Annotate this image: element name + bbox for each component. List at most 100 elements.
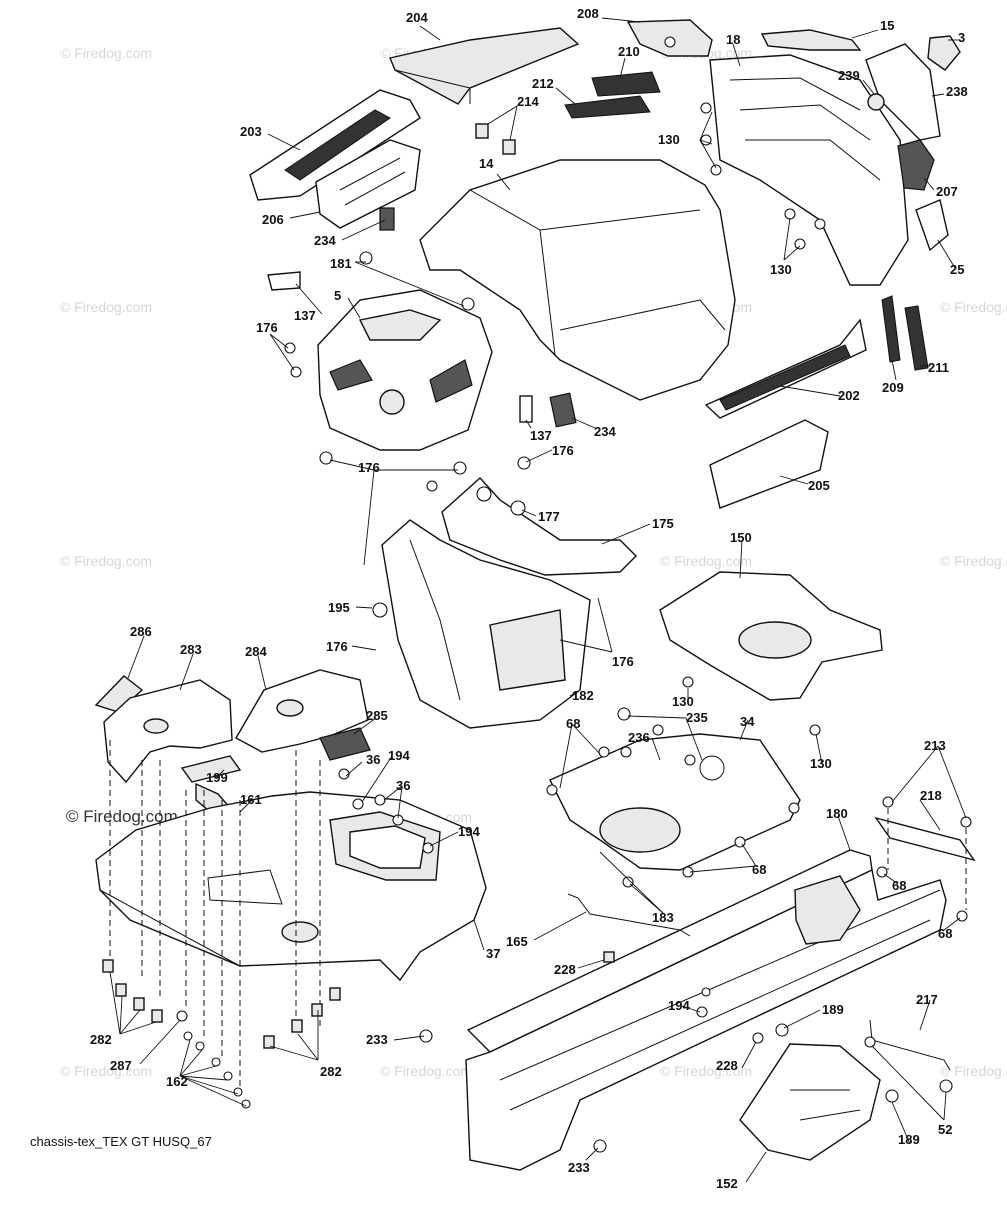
watermark: © Firedog.com xyxy=(380,1063,472,1079)
callout-label: 284 xyxy=(245,644,267,659)
front-bumper-18 xyxy=(709,54,909,286)
rod-217 xyxy=(869,1019,951,1071)
callout-label: 218 xyxy=(920,788,942,803)
main-hood-14 xyxy=(419,159,736,401)
bracket-175 xyxy=(441,477,637,576)
callout-label: 130 xyxy=(672,694,694,709)
callout-label: 183 xyxy=(652,910,674,925)
callout-label: 194 xyxy=(668,998,690,1013)
grille-209 xyxy=(881,295,901,363)
watermark: © Firedog.com xyxy=(60,299,152,315)
callout-label: 5 xyxy=(334,288,341,303)
callout-label: 202 xyxy=(838,388,860,403)
part-199 xyxy=(180,755,242,783)
callout-label: 18 xyxy=(726,32,740,47)
pad-234b xyxy=(549,392,577,428)
callout-label: 195 xyxy=(328,600,350,615)
callout-label: 130 xyxy=(810,756,832,771)
callout-label: 176 xyxy=(326,639,348,654)
diagram-caption: chassis-tex_TEX GT HUSQ_67 xyxy=(30,1134,212,1149)
callout-label: 34 xyxy=(740,714,755,729)
screws-130 xyxy=(700,102,826,250)
part-228 xyxy=(603,951,615,963)
part-283 xyxy=(103,679,233,784)
clip-282 xyxy=(115,983,127,997)
bracket-137 xyxy=(267,271,301,291)
callout-label: 235 xyxy=(686,710,708,725)
bracket-218 xyxy=(874,816,976,862)
callout-label: 130 xyxy=(658,132,680,147)
clip-282 xyxy=(291,1019,303,1033)
callout-label: 36 xyxy=(396,778,410,793)
callout-label: 233 xyxy=(568,1160,590,1175)
callout-label: 233 xyxy=(366,1032,388,1047)
headlight-239 xyxy=(867,93,885,111)
callout-label: 15 xyxy=(880,18,894,33)
callout-label: 208 xyxy=(577,6,599,21)
frame-180 xyxy=(466,849,873,1053)
callout-label: 234 xyxy=(314,233,336,248)
watermark: © Firedog.com xyxy=(660,553,752,569)
watermark: © Firedog.com xyxy=(60,1063,152,1079)
callout-label: 204 xyxy=(406,10,428,25)
watermark: © Firedog.com xyxy=(60,45,152,61)
callout-label: 285 xyxy=(366,708,388,723)
callout-label: 68 xyxy=(892,878,906,893)
callout-label: 181 xyxy=(330,256,352,271)
callout-label: 189 xyxy=(898,1132,920,1147)
clip-282 xyxy=(263,1035,275,1049)
callout-label: 176 xyxy=(552,443,574,458)
callout-label: 176 xyxy=(256,320,278,335)
bracket-206 xyxy=(315,139,421,229)
callout-label: 205 xyxy=(808,478,830,493)
callout-label: 207 xyxy=(936,184,958,199)
callout-label: 182 xyxy=(572,688,594,703)
bracket-137b xyxy=(519,395,533,423)
plate-205 xyxy=(709,419,829,509)
watermark: © Firedog.com xyxy=(940,1063,1007,1079)
callout-label: 213 xyxy=(924,738,946,753)
callout-label: 189 xyxy=(822,1002,844,1017)
callout-label: 286 xyxy=(130,624,152,639)
callout-label: 211 xyxy=(928,360,949,375)
frame-assembly xyxy=(419,707,976,1171)
dash-5 xyxy=(317,289,493,451)
light-207 xyxy=(897,139,935,191)
watermark: © Firedog.com xyxy=(940,299,1007,315)
plug-195 xyxy=(372,602,388,618)
clip-282 xyxy=(329,987,341,1001)
callout-label: 236 xyxy=(628,730,650,745)
callout-label: 228 xyxy=(554,962,576,977)
callout-label: 217 xyxy=(916,992,938,1007)
callout-label: 209 xyxy=(882,380,904,395)
callout-label: 287 xyxy=(110,1058,132,1073)
part-285 xyxy=(319,727,371,761)
callout-label: 176 xyxy=(358,460,380,475)
plate-34 xyxy=(549,733,801,871)
clip-214b xyxy=(502,139,516,155)
callout-label: 52 xyxy=(938,1122,952,1137)
callout-label: 283 xyxy=(180,642,202,657)
callout-label: 165 xyxy=(506,934,528,949)
hood-assembly xyxy=(249,19,961,509)
callout-label: 68 xyxy=(566,716,580,731)
callout-label: 25 xyxy=(950,262,964,277)
callout-label: 199 xyxy=(206,770,228,785)
leader-lines xyxy=(109,17,967,1183)
callout-label: 212 xyxy=(532,76,554,91)
part-286 xyxy=(94,675,144,713)
frame-rail-lower xyxy=(465,868,947,1171)
hood-cover-204 xyxy=(389,27,580,105)
clip-214a xyxy=(475,123,489,139)
callout-label: 239 xyxy=(838,68,860,83)
callout-label: 68 xyxy=(752,862,766,877)
watermark-dark: © Firedog.com xyxy=(66,807,178,826)
callout-label: 210 xyxy=(618,44,640,59)
callout-label: 3 xyxy=(958,30,965,45)
callout-label: 176 xyxy=(612,654,634,669)
grille-212 xyxy=(564,95,651,119)
rod-165 xyxy=(567,893,691,937)
callout-label: 37 xyxy=(486,946,500,961)
clip-282 xyxy=(102,959,114,973)
